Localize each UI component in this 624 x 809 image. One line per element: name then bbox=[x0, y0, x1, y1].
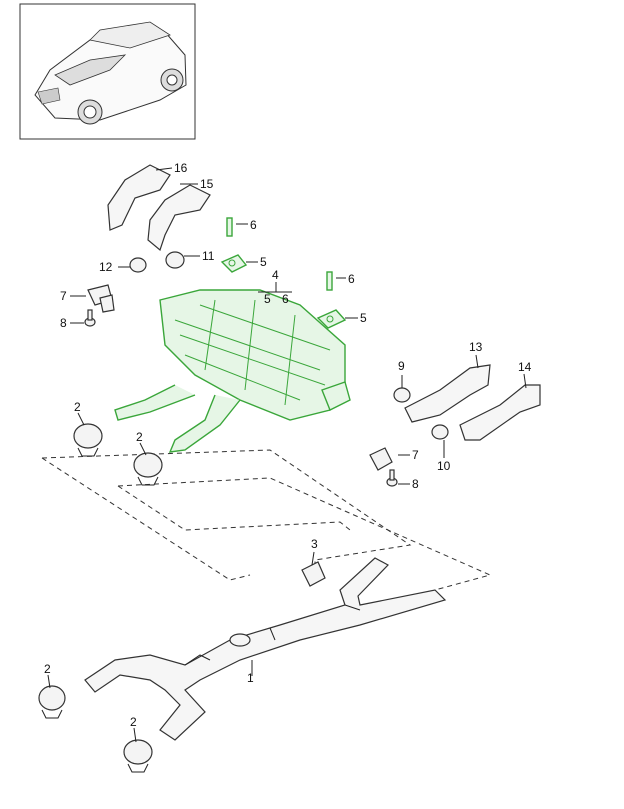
callout-6: 6 bbox=[348, 272, 355, 286]
clamp-2-lower-right bbox=[123, 739, 153, 773]
tailpipe-14 bbox=[459, 384, 541, 441]
vehicle-thumbnail bbox=[19, 3, 196, 140]
bracket-7-right bbox=[369, 447, 393, 471]
front-pipe-assembly bbox=[84, 557, 447, 741]
callout-2: 2 bbox=[74, 400, 81, 414]
callout-10: 10 bbox=[437, 459, 451, 473]
callout-9: 9 bbox=[398, 359, 405, 373]
hanger-mount-5-rear bbox=[321, 381, 351, 411]
clamp-2-upper-left bbox=[73, 423, 103, 457]
callout-2: 2 bbox=[44, 662, 51, 676]
bolt-6-left bbox=[226, 217, 233, 237]
callout-6: 6 bbox=[282, 292, 289, 306]
rear-muffler bbox=[114, 289, 346, 453]
callout-1: 1 bbox=[247, 671, 254, 685]
hanger-mount-5-left bbox=[220, 254, 248, 273]
tailpipe-15 bbox=[147, 184, 211, 252]
callout-7: 7 bbox=[412, 448, 419, 462]
callout-16: 16 bbox=[174, 161, 188, 175]
clamp-2-lower-left bbox=[38, 685, 66, 719]
callout-14: 14 bbox=[518, 360, 532, 374]
clamp-11 bbox=[165, 251, 185, 269]
callout-3: 3 bbox=[311, 537, 318, 551]
callout-2: 2 bbox=[136, 430, 143, 444]
clamp-2-upper-right bbox=[133, 452, 163, 486]
callout-11: 11 bbox=[202, 249, 215, 263]
bolt-8-right bbox=[386, 469, 398, 487]
assembly-dashed-lines bbox=[41, 449, 492, 591]
callout-8: 8 bbox=[412, 477, 419, 491]
bracket-3 bbox=[301, 561, 326, 587]
callout-7: 7 bbox=[60, 289, 67, 303]
callout-15: 15 bbox=[200, 177, 214, 191]
hanger-mount-5-right bbox=[316, 309, 347, 329]
callout-5: 5 bbox=[260, 255, 267, 269]
callout-8: 8 bbox=[60, 316, 67, 330]
callouts: 1 2 2 2 2 3 4 5 6 6 6 5 5 7 8 7 8 9 10 1… bbox=[44, 161, 532, 729]
bolt-6-right bbox=[326, 271, 333, 291]
callout-2: 2 bbox=[130, 715, 137, 729]
callout-5: 5 bbox=[264, 292, 271, 306]
clamp-12 bbox=[129, 257, 147, 273]
bracket-7-left bbox=[87, 284, 115, 313]
tailpipe-13 bbox=[404, 364, 491, 423]
callout-5: 5 bbox=[360, 311, 367, 325]
tailpipe-16 bbox=[107, 164, 171, 231]
callout-12: 12 bbox=[99, 260, 113, 274]
clamp-10 bbox=[431, 424, 449, 440]
callout-6: 6 bbox=[250, 218, 257, 232]
bolt-8-left bbox=[84, 309, 96, 327]
callout-13: 13 bbox=[469, 340, 483, 354]
clamp-9 bbox=[393, 387, 411, 403]
callout-4: 4 bbox=[272, 268, 279, 282]
leader-lines bbox=[47, 167, 527, 743]
